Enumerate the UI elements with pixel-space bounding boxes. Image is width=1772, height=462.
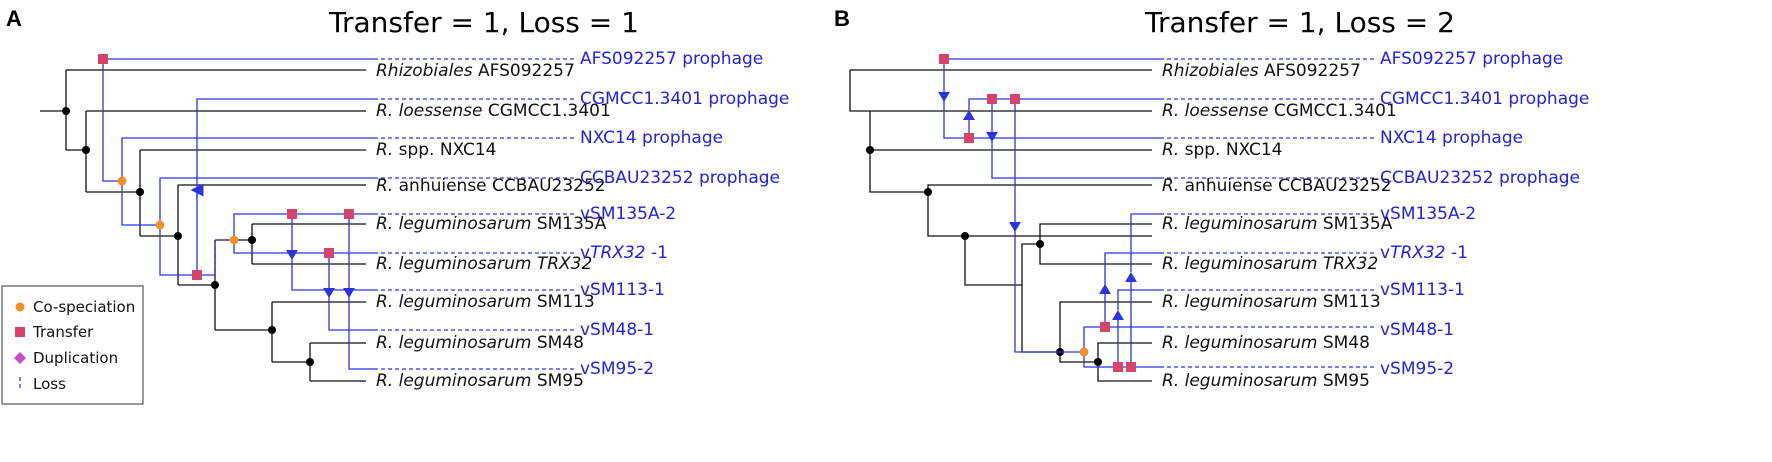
host-tree — [40, 69, 366, 382]
symbiont-label: vSM113-1 — [1380, 280, 1465, 300]
host-label: R. anhuiense CCBAU23252 — [376, 176, 606, 196]
symbiont-label: CCBAU23252 prophage — [580, 168, 780, 188]
symbiont-label: vSM48-1 — [1380, 320, 1454, 340]
host-label: R. leguminosarum TRX32 — [1162, 254, 1378, 274]
symbiont-label: NXC14 prophage — [1380, 128, 1523, 148]
symbiont-label: vSM48-1 — [580, 320, 654, 340]
host-label: Rhizobiales AFS092257 — [1162, 61, 1361, 81]
symbiont-tree — [938, 54, 1376, 372]
symbiont-label: AFS092257 prophage — [580, 49, 763, 69]
host-label: R. leguminosarum SM135A — [376, 214, 607, 234]
host-label: R. leguminosarum SM113 — [1162, 292, 1381, 312]
panel-letter: A — [6, 6, 22, 31]
symbiont-label: CGMCC1.3401 prophage — [1380, 89, 1589, 109]
host-label: R. leguminosarum SM113 — [376, 292, 595, 312]
host-label: R. leguminosarum SM95 — [1162, 371, 1370, 391]
host-label: R. anhuiense CCBAU23252 — [1162, 176, 1392, 196]
panel-b: B Transfer = 1, Loss = 2 — [834, 6, 1589, 391]
legend-label: Transfer — [32, 323, 94, 341]
panel-title: Transfer = 1, Loss = 1 — [328, 6, 639, 39]
symbiont-label: vSM95-2 — [580, 359, 654, 379]
host-label: R. loessense CGMCC1.3401 — [1162, 101, 1397, 121]
legend-label: Loss — [33, 375, 66, 393]
legend-label: Co-speciation — [33, 298, 135, 316]
host-label: R. spp. NXC14 — [376, 140, 497, 160]
legend: Co-speciation Transfer Duplication Loss — [1, 285, 144, 405]
host-label: R. leguminosarum SM135A — [1162, 214, 1393, 234]
legend-label: Duplication — [33, 349, 118, 367]
host-label: R. leguminosarum TRX32 — [376, 254, 592, 274]
symbiont-label: CCBAU23252 prophage — [1380, 168, 1580, 188]
symbiont-label: vSM95-2 — [1380, 359, 1454, 379]
symbiont-label: vSM135A-2 — [580, 204, 676, 224]
legend-cospeciation-swatch — [15, 302, 25, 312]
legend-duplication-swatch — [14, 352, 26, 364]
symbiont-label: vTRX32 -1 — [580, 243, 668, 263]
symbiont-label: CGMCC1.3401 prophage — [580, 89, 789, 109]
symbiont-label: AFS092257 prophage — [1380, 49, 1563, 69]
symbiont-label: vSM113-1 — [580, 280, 665, 300]
symbiont-labels: AFS092257 prophage CGMCC1.3401 prophage … — [580, 49, 789, 379]
host-label: R. leguminosarum SM95 — [376, 371, 584, 391]
legend-transfer-swatch — [15, 327, 25, 337]
symbiont-label: NXC14 prophage — [580, 128, 723, 148]
panel-a: A Transfer = 1, Loss = 1 — [1, 6, 789, 405]
panel-title: Transfer = 1, Loss = 2 — [1144, 6, 1455, 39]
host-labels: Rhizobiales AFS092257 R. loessense CGMCC… — [1162, 61, 1397, 391]
symbiont-tree — [98, 54, 576, 370]
host-label: R. spp. NXC14 — [1162, 140, 1283, 160]
host-tree — [849, 69, 1152, 382]
host-label: R. leguminosarum SM48 — [1162, 333, 1370, 353]
symbiont-label: vTRX32 -1 — [1380, 243, 1468, 263]
symbiont-label: vSM135A-2 — [1380, 204, 1476, 224]
panel-letter: B — [834, 6, 850, 31]
host-label: R. leguminosarum SM48 — [376, 333, 584, 353]
host-labels: Rhizobiales AFS092257 R. loessense CGMCC… — [376, 61, 611, 391]
host-label: R. loessense CGMCC1.3401 — [376, 101, 611, 121]
symbiont-labels: AFS092257 prophage CGMCC1.3401 prophage … — [1380, 49, 1589, 379]
host-label: Rhizobiales AFS092257 — [376, 61, 575, 81]
